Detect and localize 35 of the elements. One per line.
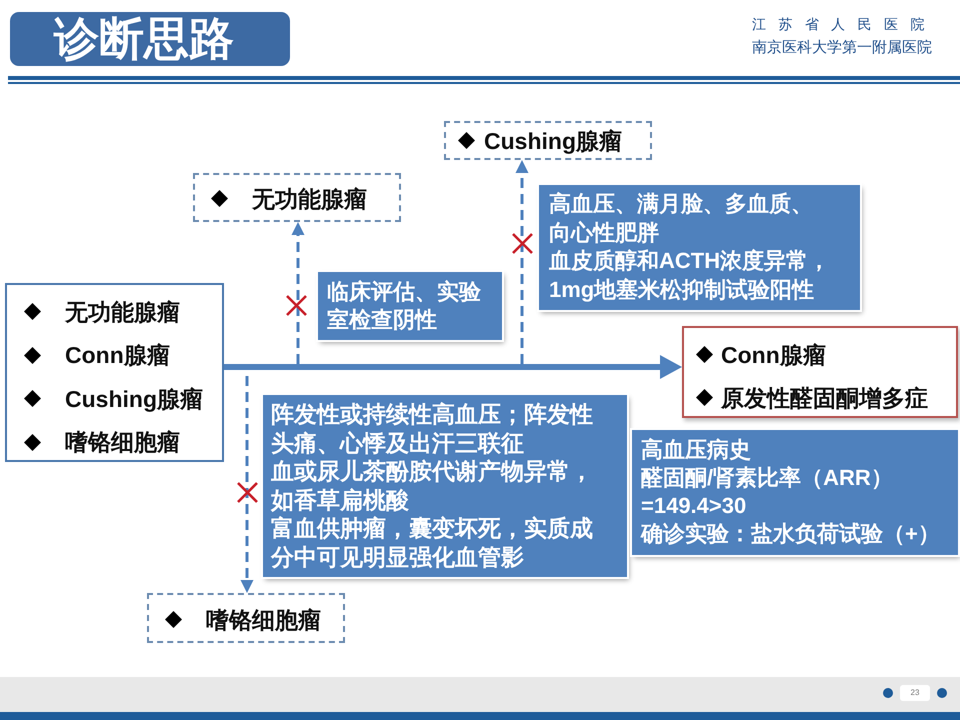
outlined-box [682, 326, 958, 418]
item-text: Cushing腺瘤 [484, 126, 622, 156]
dashed-box [147, 593, 345, 643]
item-text: 原发性醛固酮增多症 [721, 384, 928, 412]
item-text: 嗜铬细胞瘤 [65, 428, 180, 458]
dashed-box [444, 121, 652, 160]
info-box [263, 395, 627, 577]
box-text: 醛固酮/肾素比率（ARR）=149.4>30 [641, 464, 894, 520]
info-box [539, 185, 860, 310]
box-text: 临床评估、实验室检查阴性 [327, 278, 482, 334]
title-banner: 诊断思路 [10, 12, 290, 66]
item-text: Conn腺瘤 [721, 340, 826, 370]
dashed-arrow [240, 376, 254, 593]
item-text: Conn腺瘤 [65, 341, 170, 370]
box-text: 血皮质醇和ACTH浓度异常，1mg地塞米松抑制试验阳性 [549, 247, 832, 304]
item-text: 嗜铬细胞瘤 [206, 606, 321, 634]
item-text: Cushing腺瘤 [65, 384, 203, 414]
box-text: 富血供肿瘤，囊变坏死，实质成分中可见明显强化血管影 [271, 514, 594, 572]
item-text: 无功能腺瘤 [252, 184, 367, 214]
box-text: 阵发性或持续性高血压；阵发性头痛、心悸及出汗三联征 [271, 400, 594, 458]
item-text: 无功能腺瘤 [65, 298, 180, 327]
info-box [632, 430, 958, 555]
info-box [318, 272, 502, 340]
list-box [5, 283, 224, 462]
box-text: 高血压病史 [641, 436, 751, 464]
box-text: 血或尿儿茶酚胺代谢产物异常，如香草扁桃酸 [271, 457, 594, 514]
dashed-box [193, 173, 401, 222]
box-text: 高血压、满月脸、多血质、向心性肥胖 [549, 190, 814, 246]
arrow [224, 355, 682, 379]
letterhead-text: 江苏省人民医院 [752, 16, 937, 35]
page-number: 23 [900, 685, 930, 701]
letterhead-text: 南京医科大学第一附属医院 [752, 38, 932, 58]
box-text: 确诊实验：盐水负荷试验（+） [641, 520, 940, 548]
dashed-arrow [516, 160, 528, 364]
dashed-arrow [292, 222, 304, 364]
